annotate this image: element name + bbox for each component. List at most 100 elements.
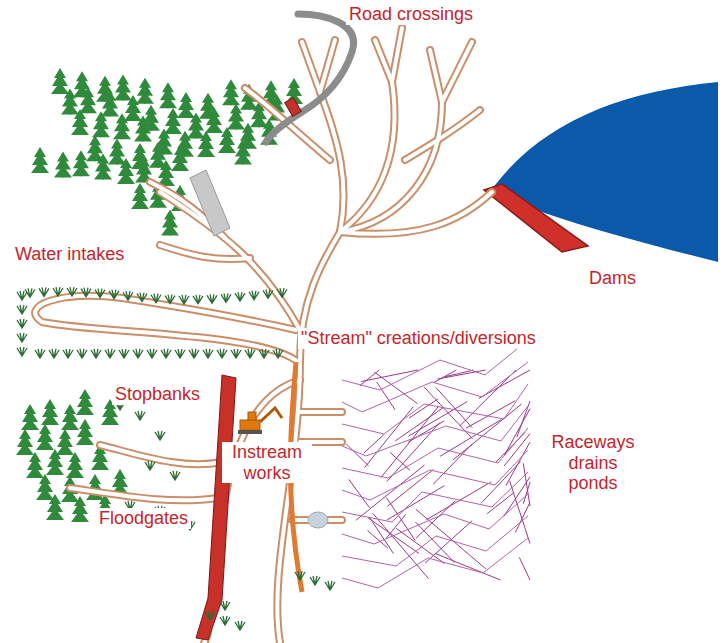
digger <box>238 408 282 434</box>
drain-line <box>408 421 444 442</box>
grass-tuft <box>235 621 245 630</box>
grass-tuft <box>155 431 165 440</box>
tree <box>222 79 240 105</box>
grass-tuft <box>135 411 145 420</box>
grass-tuft <box>147 349 157 358</box>
tree <box>51 68 69 94</box>
tree <box>177 92 195 118</box>
drain-line <box>416 501 455 538</box>
drain-line <box>523 482 530 504</box>
tree <box>61 89 79 115</box>
tree <box>227 104 245 130</box>
grass-tuft <box>220 616 230 625</box>
grass-tuft <box>53 287 63 296</box>
raceway-network <box>342 340 530 588</box>
tree <box>86 135 104 161</box>
tree <box>171 145 189 171</box>
tree <box>92 111 110 137</box>
grass-tuft <box>63 349 73 358</box>
grass-tuft <box>17 333 27 342</box>
tree <box>71 109 89 135</box>
grass-tuft <box>235 292 245 301</box>
tree <box>76 389 94 415</box>
drain-line <box>460 370 516 426</box>
grass-tuft <box>105 349 115 358</box>
tree <box>31 147 49 173</box>
drain-line <box>466 401 515 428</box>
grass-tuft <box>67 287 77 296</box>
drain-line <box>377 382 395 410</box>
drain-line <box>506 442 530 486</box>
drain-line <box>346 444 368 466</box>
tree <box>187 112 205 138</box>
drain-line <box>365 407 414 468</box>
tree <box>41 399 59 425</box>
tree <box>66 452 84 478</box>
grass-tuft <box>137 293 147 302</box>
grass-tuft <box>193 295 203 304</box>
tree <box>76 419 94 445</box>
grass-tuft <box>165 295 175 304</box>
grass-tuft <box>123 291 133 300</box>
grass-tuft <box>39 287 49 296</box>
grass-tuft <box>205 611 215 620</box>
drain-line <box>342 450 528 500</box>
drain-line <box>342 362 528 412</box>
drain-line <box>342 406 528 456</box>
grass-tuft <box>277 288 287 297</box>
tree <box>36 474 54 500</box>
grass-tuft <box>273 349 283 358</box>
grass-tuft <box>95 289 105 298</box>
grass-tuft <box>259 349 269 358</box>
drain-line <box>342 384 528 434</box>
tree <box>197 131 215 157</box>
drain-line <box>416 522 455 562</box>
drain-line <box>390 452 410 470</box>
grass-tuft <box>217 349 227 358</box>
tree <box>113 113 131 139</box>
tree <box>56 429 74 455</box>
grass-tuft <box>325 581 335 590</box>
grass-tuft <box>109 290 119 299</box>
grass-tuft <box>151 294 161 303</box>
tree <box>136 78 154 104</box>
grass-tuft <box>295 571 305 580</box>
grass-tuft <box>17 319 27 328</box>
tree <box>36 424 54 450</box>
grass-tuft <box>203 349 213 358</box>
tree <box>159 82 177 108</box>
callout-label: Stopbanks <box>112 384 203 405</box>
tree <box>46 449 64 475</box>
tree <box>131 143 149 169</box>
stopbank <box>196 375 236 640</box>
grass-tuft <box>91 349 101 358</box>
grass-tuft <box>17 347 27 356</box>
grass-tuft <box>207 294 217 303</box>
grass-tuft <box>133 349 143 358</box>
drain-line <box>342 472 528 522</box>
drain-line <box>342 538 528 588</box>
drain-line <box>369 517 394 554</box>
drain-line <box>342 428 528 478</box>
tree <box>161 210 179 236</box>
grass-tuft <box>245 349 255 358</box>
callout-label: Dams <box>586 268 639 289</box>
drain-line <box>515 502 530 532</box>
grass-tuft <box>170 471 180 480</box>
grass-tuft <box>175 349 185 358</box>
grass-tuft <box>145 461 155 470</box>
tree <box>205 107 223 133</box>
grass-tuft <box>161 349 171 358</box>
tree <box>108 139 126 165</box>
culvert <box>285 98 302 117</box>
grass-tuft <box>119 349 129 358</box>
drain-line <box>438 370 486 379</box>
grass-tuft <box>263 289 273 298</box>
tree <box>131 183 149 209</box>
grass-tuft <box>310 576 320 585</box>
tree <box>134 115 152 141</box>
tree <box>234 139 252 165</box>
dam <box>484 184 588 252</box>
tree <box>164 108 182 134</box>
